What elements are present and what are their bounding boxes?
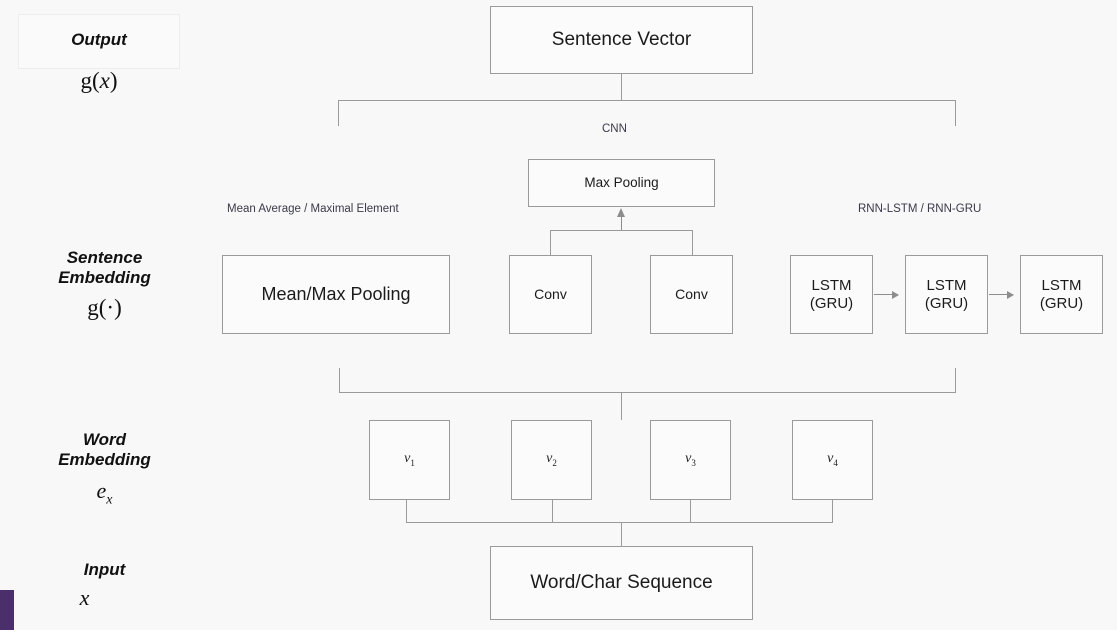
word-embedding-math-sub: x (106, 492, 113, 508)
connector-middle-bus (339, 392, 956, 393)
accent-corner-bar (0, 590, 14, 630)
box-word-vector-3[interactable]: v3 (650, 420, 731, 500)
lstm-3-line2: (GRU) (1039, 294, 1084, 312)
word-vector-3-base: v (685, 451, 692, 467)
box-lstm-3[interactable]: LSTM (GRU) (1020, 255, 1103, 334)
stage-label-input: Input (83, 560, 126, 579)
word-vector-2-base: v (546, 451, 553, 467)
word-vector-1-base: v (404, 451, 411, 467)
word-vector-4-label: v4 (827, 451, 838, 468)
box-lstm-1[interactable]: LSTM (GRU) (790, 255, 873, 334)
arrow-lstm-1-to-2 (874, 290, 899, 299)
connector-sentence-vector-stem (621, 74, 622, 101)
box-word-vector-2[interactable]: v2 (511, 420, 592, 500)
stage-label-word-embedding: Word Embedding (12, 430, 197, 471)
connector-top-bus (338, 100, 956, 101)
connector-top-bus-left-stub (338, 100, 339, 126)
sentence-embedding-line2: Embedding (58, 268, 151, 288)
word-vector-4-sub: 4 (833, 458, 838, 469)
lstm-2-line2: (GRU) (924, 294, 969, 312)
lstm-1-line2: (GRU) (809, 294, 854, 312)
word-embedding-line2: Embedding (58, 450, 151, 470)
stage-math-output: g(x) (18, 68, 180, 94)
connector-middle-bus-center-stem (621, 392, 622, 420)
lstm-1-line1: LSTM (811, 277, 852, 295)
connector-wv4-stem (832, 500, 833, 523)
connector-bottom-bus (406, 522, 833, 523)
stage-math-word-embedding: ex (12, 478, 197, 508)
output-math-g: g( (80, 68, 100, 93)
connector-wv2-stem (552, 500, 553, 523)
box-max-pooling[interactable]: Max Pooling (528, 159, 715, 207)
box-sentence-vector[interactable]: Sentence Vector (490, 6, 753, 74)
word-vector-2-label: v2 (546, 451, 557, 468)
box-word-char-sequence[interactable]: Word/Char Sequence (490, 546, 753, 620)
connector-wv3-stem (690, 500, 691, 523)
word-vector-3-label: v3 (685, 451, 696, 468)
connector-conv-bus (550, 230, 693, 231)
connector-conv1-stem (550, 230, 551, 255)
box-word-vector-4[interactable]: v4 (792, 420, 873, 500)
stage-math-sentence-embedding: g(·) (87, 295, 122, 320)
connector-bottom-bus-center-stem (621, 522, 622, 546)
lstm-3-line1: LSTM (1041, 277, 1082, 295)
connector-conv2-stem (692, 230, 693, 255)
box-lstm-2[interactable]: LSTM (GRU) (905, 255, 988, 334)
annotation-cnn: CNN (602, 123, 627, 135)
output-math-close: ) (109, 68, 118, 93)
word-vector-2-sub: 2 (552, 458, 557, 469)
box-mean-max-pooling[interactable]: Mean/Max Pooling (222, 255, 450, 334)
word-embedding-math-e: e (96, 478, 107, 503)
stage-label-output: Output (71, 30, 127, 49)
box-conv-2[interactable]: Conv (650, 255, 733, 334)
word-vector-4-base: v (827, 451, 834, 467)
word-vector-1-label: v1 (404, 451, 415, 468)
output-math-x: x (99, 68, 110, 93)
word-vector-1-sub: 1 (410, 458, 415, 469)
arrow-lstm-2-to-3 (989, 290, 1014, 299)
output-label-chip (18, 14, 180, 69)
arrow-conv-to-maxpooling (617, 208, 625, 230)
annotation-rnn: RNN-LSTM / RNN-GRU (858, 203, 982, 215)
connector-top-bus-right-stub (955, 100, 956, 126)
connector-middle-bus-right-stub (955, 368, 956, 393)
connector-wv1-stem (406, 500, 407, 523)
annotation-mean-average: Mean Average / Maximal Element (227, 203, 399, 215)
lstm-2-line1: LSTM (926, 277, 967, 295)
stage-math-input: x (79, 585, 90, 610)
connector-middle-bus-left-stub (339, 368, 340, 393)
sentence-embedding-line1: Sentence (66, 248, 143, 267)
word-vector-3-sub: 3 (691, 458, 696, 469)
box-conv-1[interactable]: Conv (509, 255, 592, 334)
word-embedding-line1: Word (82, 430, 127, 449)
box-word-vector-1[interactable]: v1 (369, 420, 450, 500)
stage-label-sentence-embedding: Sentence Embedding (12, 248, 197, 289)
